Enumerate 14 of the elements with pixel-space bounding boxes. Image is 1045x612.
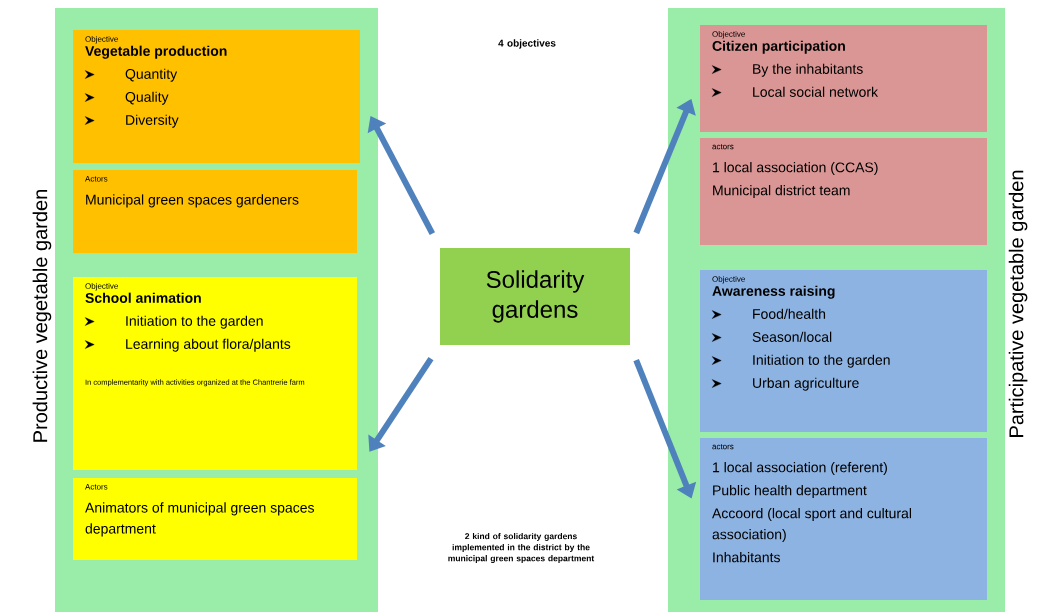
text-box: actors 1 local association (referent) Public health department Accoord (local sport and cultural association) Inhabitants [700,438,987,600]
text-box: Objective Vegetable production Quantity Quality Diversity [73,30,360,163]
node-label: Participative vegetable garden [1008,170,1028,437]
arrow [368,356,434,452]
node-label: Productive vegetable garden [32,190,52,442]
caption-text: 2 kind of solidarity gardens implemented in the district by the municipal green spaces department [448,532,595,563]
text-box: Objective Awareness raising Food/health Season/local Initiation to the garden Urban agriculture [700,270,987,432]
text-box: Objective Citizen participation By the inhabitants Local social network [700,25,987,132]
text-box: actors 1 local association (CCAS) Municipal district team [700,138,987,245]
title-box: Solidarity gardens [440,248,630,345]
arrow [367,116,435,236]
text-box: Actors Animators of municipal green spaces department [73,478,357,560]
caption-text: 4 objectives [498,39,556,49]
text-box: Actors Municipal green spaces gardeners [73,170,357,253]
